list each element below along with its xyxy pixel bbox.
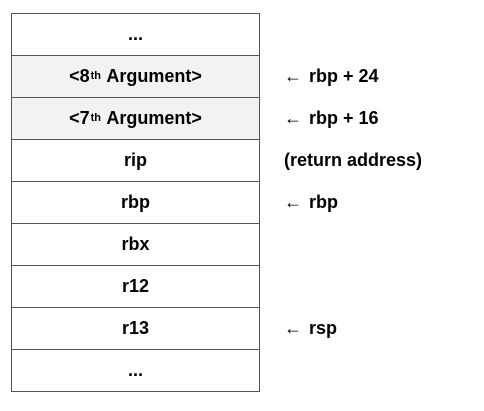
stack-cell-label: rip [123, 150, 147, 170]
stack-cell-label: r12 [121, 276, 150, 296]
stack-cell-label-prefix: <7 [69, 108, 90, 128]
stack-cell-rbx: rbx [12, 223, 259, 265]
stack-cell-label: ... [127, 360, 143, 380]
stack-cell-rbp: rbp [12, 181, 259, 223]
left-arrow-icon: ← [284, 191, 302, 212]
annotation-return-address: (return address) [284, 139, 422, 181]
stack-cell-rip: rip [12, 139, 259, 181]
annotation-text: rbp + 24 [309, 65, 379, 86]
annotation-rbp-plus-24: ← rbp + 24 [284, 55, 379, 97]
stack-cell-r13: r13 [12, 307, 259, 349]
stack-cell-ellipsis-top: ... [12, 13, 259, 55]
left-arrow-icon: ← [284, 107, 302, 128]
annotation-text: rsp [309, 317, 338, 338]
stack-cell-label: rbx [121, 234, 150, 254]
stack-cell-ellipsis-bottom: ... [12, 349, 259, 391]
annotation-text: (return address) [284, 149, 423, 170]
stack-cell-label-prefix: <8 [69, 66, 90, 86]
stack-cell-label: ... [127, 24, 143, 44]
left-arrow-icon: ← [284, 65, 302, 86]
stack-cell-label: r13 [121, 318, 150, 338]
annotation-rbp: ← rbp [284, 181, 338, 223]
stack-cell-label: rbp [121, 192, 150, 212]
stack-cell-r12: r12 [12, 265, 259, 307]
annotation-rbp-plus-16: ← rbp + 16 [284, 97, 379, 139]
annotation-rsp: ← rsp [284, 307, 337, 349]
left-arrow-icon: ← [284, 317, 302, 338]
stack-cell-label-suffix: Argument> [102, 108, 202, 128]
annotation-text: rbp + 16 [309, 107, 379, 128]
annotation-text: rbp [309, 191, 338, 212]
stack-cell-label-suffix: Argument> [102, 66, 202, 86]
